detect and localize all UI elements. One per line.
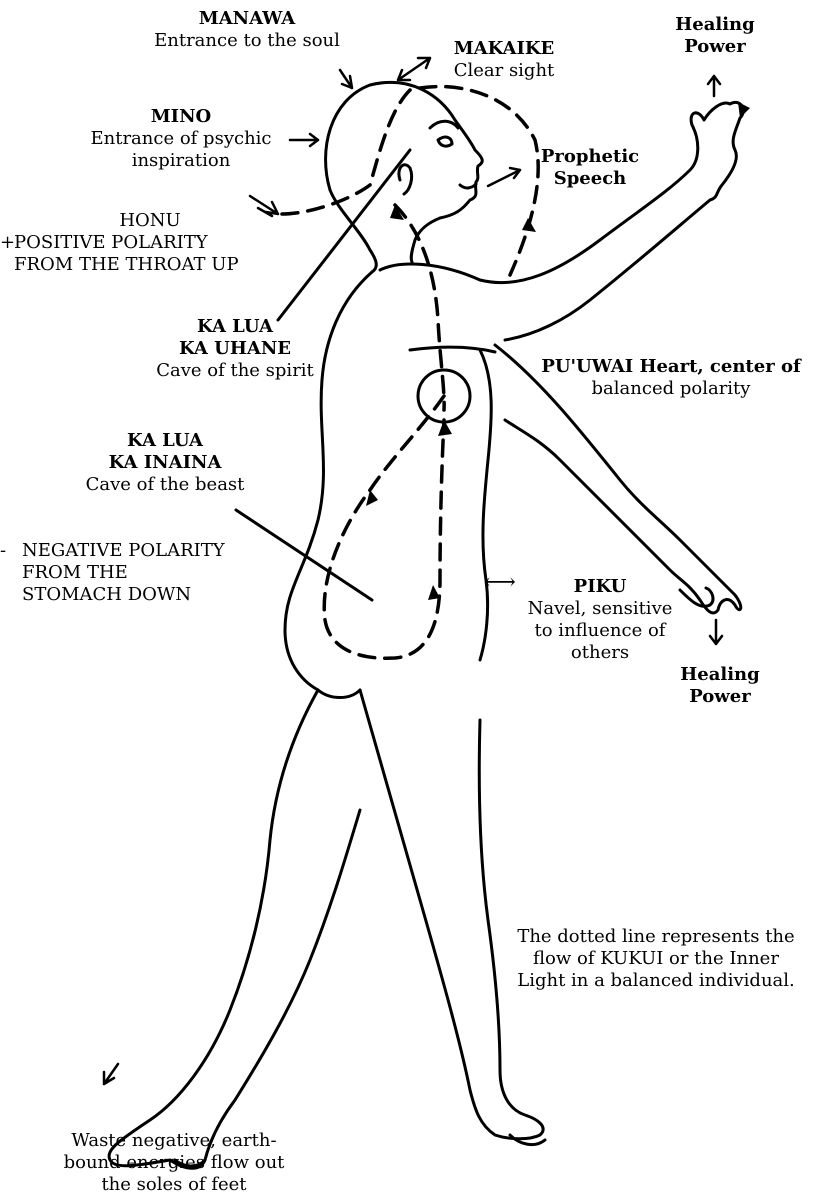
brow [430, 121, 458, 128]
kukui-flow-heart-loop [324, 396, 444, 658]
honu-plus-sign: + [0, 232, 12, 254]
negative-polarity-label: NEGATIVE POLARITY FROM THE STOMACH DOWN [22, 540, 282, 606]
eye [438, 137, 452, 146]
waste-energy-label: Waste negative, earth- bound energies fl… [44, 1130, 304, 1196]
kukui-flow-spine [395, 205, 444, 410]
uhane-desc: Cave of the spirit [150, 360, 320, 382]
manawa-desc: Entrance to the soul [142, 30, 352, 52]
prophetic-line1: Prophetic [530, 146, 650, 168]
healing-bottom-line2: Power [670, 686, 770, 708]
makaike-title: MAKAIKE [434, 38, 574, 60]
inaina-line2: KA INAINA [80, 452, 250, 474]
manawa-arrow [340, 70, 352, 88]
note-line1: The dotted line represents the [506, 926, 806, 948]
makaike-desc: Clear sight [434, 60, 574, 82]
healing-top-line2: Power [670, 36, 760, 58]
note-line3: Light in a balanced individual. [506, 970, 806, 992]
waste-line3: the soles of feet [44, 1174, 304, 1196]
puuwai-label: PU'UWAI Heart, center of balanced polari… [536, 356, 806, 400]
ka-lua-ka-inaina-label: KA LUA KA INAINA Cave of the beast [80, 430, 250, 496]
flow-arrowhead-left [366, 490, 378, 506]
healing-top-arrow [708, 76, 720, 96]
mino-title: MINO [72, 106, 290, 128]
manawa-title: MANAWA [142, 8, 352, 30]
healing-power-top: Healing Power [670, 14, 760, 58]
ka-lua-ka-uhane-label: KA LUA KA UHANE Cave of the spirit [150, 316, 320, 382]
kukui-note: The dotted line represents the flow of K… [506, 926, 806, 992]
honu-line2: FROM THE THROAT UP [14, 254, 294, 276]
mino-label: MINO Entrance of psychic inspiration [72, 106, 290, 172]
flow-arrowhead-bottom [428, 585, 440, 600]
mino-arrow [290, 134, 318, 146]
piku-desc1: Navel, sensitive [520, 598, 680, 620]
makaike-arrow [398, 58, 430, 80]
inaina-desc: Cave of the beast [80, 474, 250, 496]
back-leg [109, 690, 360, 1168]
waste-line2: bound energies flow out [44, 1152, 304, 1174]
ear [399, 165, 412, 194]
piku-label: PIKU Navel, sensitive to influence of ot… [520, 576, 680, 664]
chest-front [480, 350, 491, 660]
piku-desc3: others [520, 642, 680, 664]
head-outline [326, 82, 483, 262]
honu-label: POSITIVE POLARITY FROM THE THROAT UP [14, 232, 294, 276]
mino-desc1: Entrance of psychic [72, 128, 290, 150]
negative-line3: STOMACH DOWN [22, 584, 282, 606]
mino-desc2: inspiration [72, 150, 290, 172]
makaike-label: MAKAIKE Clear sight [434, 38, 574, 82]
prophetic-line2: Speech [530, 168, 650, 190]
flow-arrowhead-right [522, 218, 536, 232]
puuwai-line2: balanced polarity [536, 378, 806, 400]
mouth [460, 184, 476, 188]
note-line2: flow of KUKUI or the Inner [506, 948, 806, 970]
uhane-pointer [278, 150, 410, 320]
puuwai-line1: PU'UWAI Heart, center of [536, 356, 806, 378]
negative-minus-sign: - [0, 540, 12, 562]
prophetic-label: Prophetic Speech [530, 146, 650, 190]
uhane-line1: KA LUA [150, 316, 320, 338]
buttock [318, 690, 360, 698]
waste-line1: Waste negative, earth- [44, 1130, 304, 1152]
healing-top-line1: Healing [670, 14, 760, 36]
inaina-line1: KA LUA [80, 430, 250, 452]
negative-line2: FROM THE [22, 562, 282, 584]
uhane-line2: KA UHANE [150, 338, 320, 360]
healing-power-bottom: Healing Power [670, 664, 770, 708]
piku-arrow-glyph: ⟷ [480, 572, 520, 594]
honu-line1: POSITIVE POLARITY [14, 232, 294, 254]
manawa-label: MANAWA Entrance to the soul [142, 8, 352, 52]
prophetic-arrow [488, 168, 520, 186]
honu-title: HONU [100, 210, 200, 232]
healing-bottom-arrow [710, 620, 722, 644]
front-leg [360, 690, 543, 1139]
negative-line1: NEGATIVE POLARITY [22, 540, 282, 562]
honu-arrow [250, 196, 278, 216]
piku-desc2: to influence of [520, 620, 680, 642]
healing-bottom-line1: Healing [670, 664, 770, 686]
fingertip [738, 102, 750, 118]
feet-arrow [104, 1064, 118, 1084]
piku-title: PIKU [520, 576, 680, 598]
